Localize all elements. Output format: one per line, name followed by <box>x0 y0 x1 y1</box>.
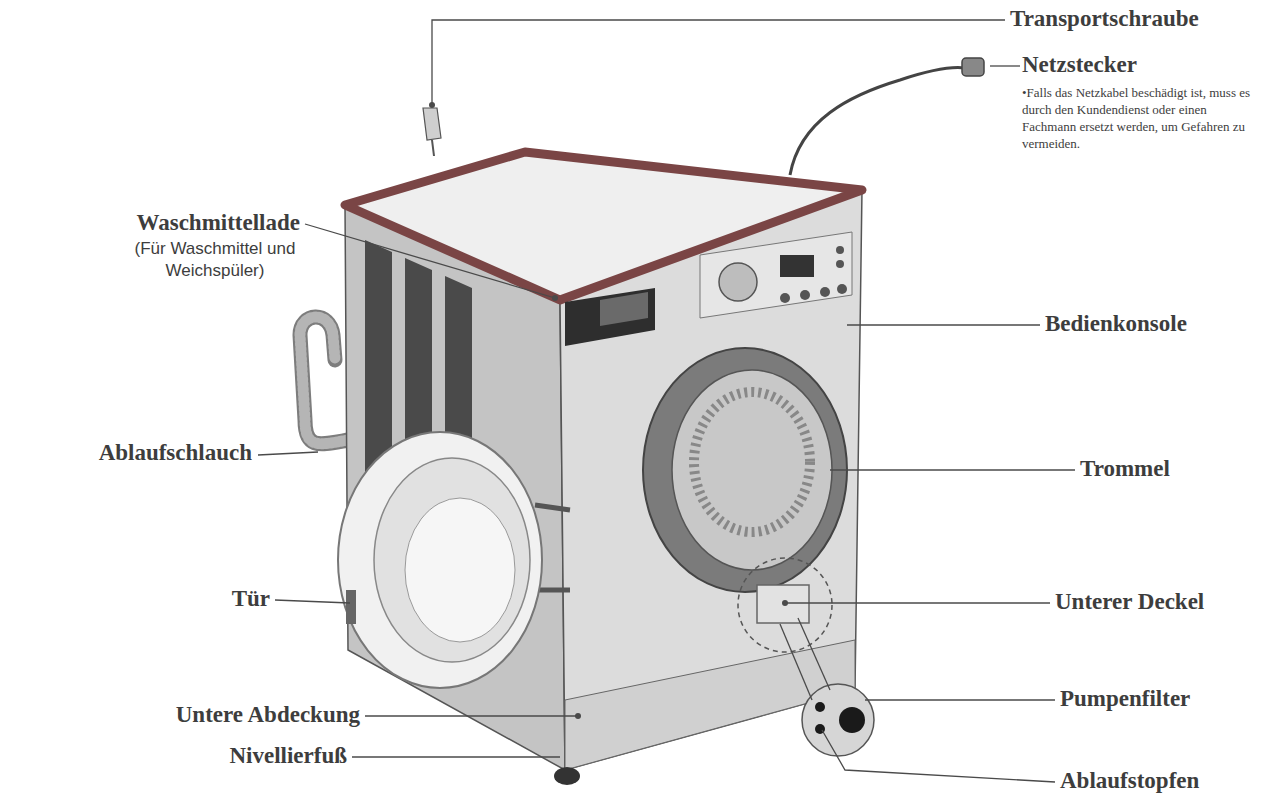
leader-dots <box>429 102 788 719</box>
leader-dots-part <box>782 600 788 606</box>
drum <box>643 348 847 592</box>
power-cord <box>790 58 984 175</box>
pump-cover-part <box>738 558 832 652</box>
levelling-foot-part <box>554 767 580 785</box>
transit-bolt-part <box>432 140 434 156</box>
door <box>338 432 570 688</box>
leader-lines-part <box>432 20 1005 105</box>
leader-lines-part <box>780 624 812 700</box>
part-label: Unterer Deckel <box>1055 589 1265 615</box>
detergent-drawer <box>565 288 655 346</box>
leader-lines-part <box>990 65 1020 66</box>
leader-dots-part <box>575 713 581 719</box>
door-part <box>346 590 356 624</box>
leader-lines-part <box>830 469 1075 470</box>
drain-hose-part <box>300 317 348 444</box>
power-cord-part <box>790 68 965 176</box>
leader-lines-part <box>365 715 578 716</box>
control-panel-part <box>820 287 830 297</box>
control-panel-part <box>836 246 844 254</box>
drum-part <box>672 370 832 570</box>
part-label: Nivellierfuß <box>2 743 347 769</box>
power-cord-part <box>962 58 984 76</box>
pump-cover <box>738 558 874 756</box>
part-label: Ablaufstopfen <box>1060 768 1265 794</box>
leader-lines-part <box>847 324 1040 325</box>
transit-bolt-part <box>423 108 441 140</box>
part-note: (Für Waschmittel und Weichspüler) <box>115 238 315 282</box>
part-label: Tür <box>150 586 270 612</box>
pump-cover-part <box>839 707 865 733</box>
control-panel-part <box>700 232 852 318</box>
leader-lines <box>258 20 1075 782</box>
leader-lines-part <box>785 602 1050 603</box>
part-label: Netzstecker <box>1022 52 1262 78</box>
control-panel-part <box>780 255 814 277</box>
control-panel-part <box>837 284 847 294</box>
leader-lines-part <box>352 756 560 757</box>
part-label: Trommel <box>1080 456 1260 482</box>
detergent-drawer-part <box>565 288 655 346</box>
leader-lines-part <box>275 600 350 603</box>
detergent-drawer-part <box>600 292 648 326</box>
part-label: Pumpenfilter <box>1060 686 1265 712</box>
control-panel-part <box>780 293 790 303</box>
pump-cover-part <box>802 684 874 756</box>
control-panel <box>700 232 852 318</box>
drum-part <box>694 392 810 532</box>
drain-hose <box>300 317 348 444</box>
leader-lines-part <box>865 699 1055 700</box>
part-label: Waschmittellade <box>0 210 300 236</box>
control-panel-part <box>800 290 810 300</box>
door-part <box>338 432 542 688</box>
control-panel-part <box>719 263 757 301</box>
leader-lines-part <box>822 730 1055 782</box>
part-label: Bedienkonsole <box>1045 311 1260 337</box>
drain-hose-part <box>300 317 348 444</box>
part-label: Ablaufschlauch <box>0 440 252 466</box>
drum-part <box>643 348 847 592</box>
control-panel-part <box>836 260 844 268</box>
levelling-foot <box>554 767 580 785</box>
door-part <box>374 458 530 662</box>
leader-lines-part <box>258 452 318 455</box>
pump-cover-part <box>815 702 825 712</box>
leader-dots-part <box>552 295 558 301</box>
leader-dots-part <box>429 102 435 108</box>
pump-cover-part <box>757 585 809 623</box>
door-part <box>535 505 570 510</box>
door-part <box>405 498 515 642</box>
part-label: Untere Abdeckung <box>2 702 360 728</box>
warning-note: •Falls das Netzkabel beschädigt ist, mus… <box>1022 84 1262 152</box>
leader-lines-part <box>305 224 555 298</box>
part-label: Transportschraube <box>1010 6 1260 32</box>
transit-bolt <box>423 108 441 156</box>
